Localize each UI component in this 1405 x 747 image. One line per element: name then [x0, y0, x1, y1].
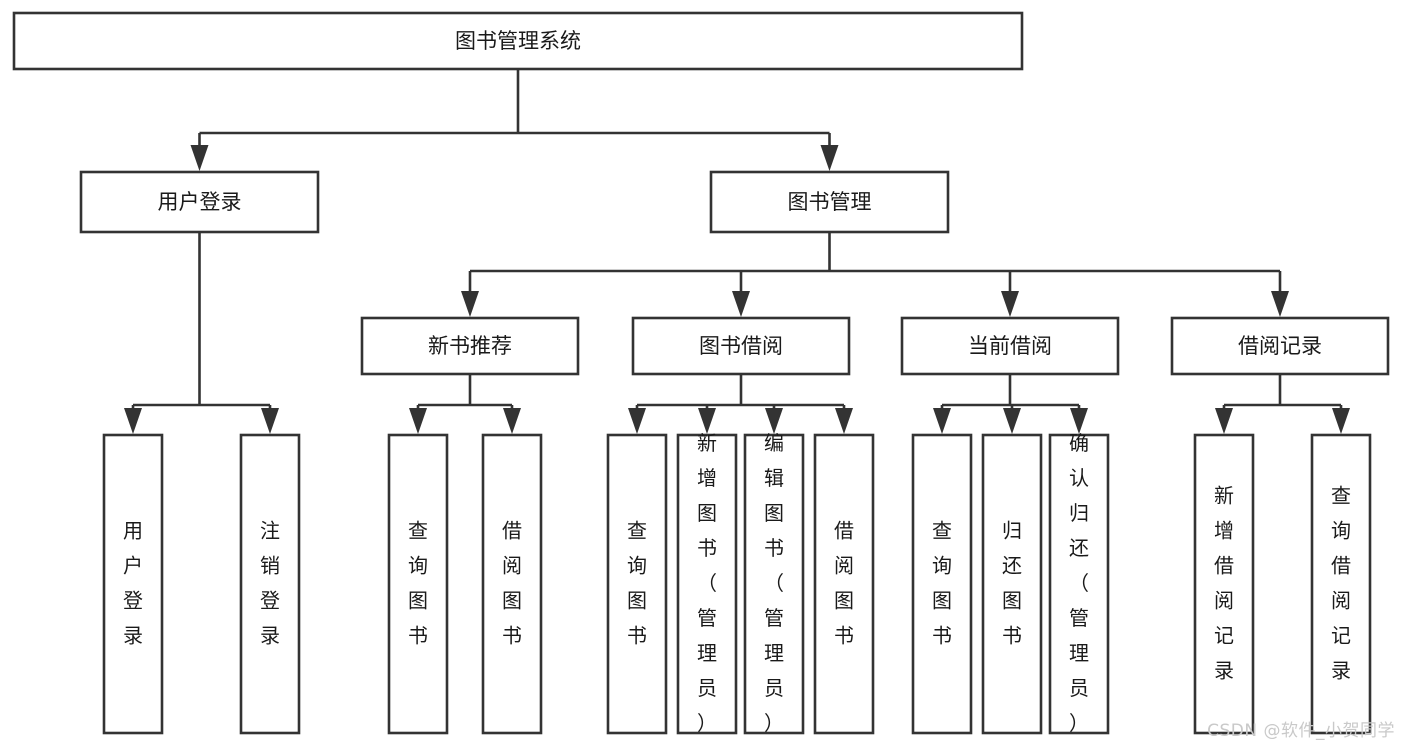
node-leaf-record-2[interactable]: 查询借阅记录	[1310, 433, 1372, 735]
arrow-head-bookmgmt	[820, 145, 839, 171]
arrow-head-leaf-current-3	[1070, 408, 1088, 434]
node-box-leaf-newbook-2[interactable]	[481, 433, 543, 735]
node-box-leaf-current-1[interactable]	[911, 433, 973, 735]
node-borrow[interactable]: 图书借阅	[631, 316, 851, 376]
node-leaf-borrow-1[interactable]: 查询图书	[606, 433, 668, 735]
node-label-borrow: 图书借阅	[699, 334, 783, 358]
node-box-login[interactable]	[79, 170, 320, 234]
node-root[interactable]: 图书管理系统	[12, 11, 1024, 71]
node-label-leaf-borrow-1: 查询图书	[627, 518, 647, 647]
node-newbook[interactable]: 新书推荐	[360, 316, 580, 376]
arrow-head-record	[1271, 291, 1289, 317]
node-leaf-newbook-1[interactable]: 查询图书	[387, 433, 449, 735]
node-box-leaf-current-2[interactable]	[981, 433, 1043, 735]
node-label-leaf-record-2: 查询借阅记录	[1331, 483, 1351, 682]
arrow-head-borrow	[732, 291, 750, 317]
node-leaf-newbook-2[interactable]: 借阅图书	[481, 433, 543, 735]
node-box-leaf-record-2[interactable]	[1310, 433, 1372, 735]
node-label-login: 用户登录	[158, 190, 242, 214]
arrow-head-leaf-record-1	[1215, 408, 1233, 434]
arrow-head-newbook	[461, 291, 479, 317]
node-label-record: 借阅记录	[1238, 334, 1322, 358]
node-leaf-record-1[interactable]: 新增借阅记录	[1193, 433, 1255, 735]
node-leaf-current-3[interactable]: 确认归还（管理员）	[1048, 431, 1110, 735]
connector-group-borrow	[628, 374, 853, 434]
node-label-leaf-newbook-2: 借阅图书	[502, 518, 522, 647]
node-leaf-current-1[interactable]: 查询图书	[911, 433, 973, 735]
arrow-head-leaf-borrow-4	[835, 408, 853, 434]
node-label-leaf-login-2: 注销登录	[260, 518, 280, 647]
node-label-leaf-borrow-3: 编辑图书（管理员）	[764, 431, 784, 735]
arrow-head-leaf-current-1	[933, 408, 951, 434]
node-box-record[interactable]	[1170, 316, 1390, 376]
node-label-current: 当前借阅	[968, 334, 1052, 358]
arrow-head-leaf-newbook-2	[503, 408, 521, 434]
connector-group-current	[933, 374, 1088, 434]
node-layer: 图书管理系统用户登录图书管理新书推荐图书借阅当前借阅借阅记录用户登录注销登录查询…	[12, 11, 1390, 735]
arrow-head-leaf-borrow-2	[698, 408, 716, 434]
node-leaf-current-2[interactable]: 归还图书	[981, 433, 1043, 735]
connector-group-login	[124, 232, 279, 434]
node-box-leaf-borrow-3[interactable]	[743, 433, 805, 735]
node-current[interactable]: 当前借阅	[900, 316, 1120, 376]
node-leaf-borrow-2[interactable]: 新增图书（管理员）	[676, 431, 738, 735]
arrow-head-leaf-borrow-1	[628, 408, 646, 434]
node-box-leaf-borrow-2[interactable]	[676, 433, 738, 735]
node-label-root: 图书管理系统	[455, 29, 581, 53]
node-leaf-borrow-4[interactable]: 借阅图书	[813, 433, 875, 735]
node-box-leaf-borrow-4[interactable]	[813, 433, 875, 735]
connector-group-root	[190, 69, 839, 171]
node-label-leaf-borrow-4: 借阅图书	[834, 518, 854, 647]
node-label-leaf-newbook-1: 查询图书	[408, 518, 428, 647]
node-box-leaf-borrow-1[interactable]	[606, 433, 668, 735]
node-box-leaf-record-1[interactable]	[1193, 433, 1255, 735]
connector-group-bookmgmt	[461, 232, 1289, 317]
node-label-bookmgmt: 图书管理	[788, 190, 872, 214]
node-leaf-login-1[interactable]: 用户登录	[102, 433, 164, 735]
arrow-head-leaf-login-2	[261, 408, 279, 434]
node-bookmgmt[interactable]: 图书管理	[709, 170, 950, 234]
node-box-leaf-login-1[interactable]	[102, 433, 164, 735]
connector-group-newbook	[409, 374, 521, 434]
node-box-borrow[interactable]	[631, 316, 851, 376]
arrow-head-leaf-record-2	[1332, 408, 1350, 434]
arrow-head-leaf-borrow-3	[765, 408, 783, 434]
node-label-leaf-login-1: 用户登录	[123, 518, 143, 647]
node-label-newbook: 新书推荐	[428, 334, 512, 358]
node-box-leaf-current-3[interactable]	[1048, 433, 1110, 735]
node-box-newbook[interactable]	[360, 316, 580, 376]
connector-layer	[124, 69, 1350, 434]
node-label-leaf-record-1: 新增借阅记录	[1214, 483, 1234, 682]
arrow-head-current	[1001, 291, 1019, 317]
node-label-leaf-current-1: 查询图书	[932, 518, 952, 647]
node-box-leaf-login-2[interactable]	[239, 433, 301, 735]
node-leaf-login-2[interactable]: 注销登录	[239, 433, 301, 735]
node-box-root[interactable]	[12, 11, 1024, 71]
node-box-bookmgmt[interactable]	[709, 170, 950, 234]
arrow-head-leaf-newbook-1	[409, 408, 427, 434]
node-box-leaf-newbook-1[interactable]	[387, 433, 449, 735]
node-label-leaf-borrow-2: 新增图书（管理员）	[697, 431, 717, 735]
node-leaf-borrow-3[interactable]: 编辑图书（管理员）	[743, 431, 805, 735]
node-label-leaf-current-3: 确认归还（管理员）	[1069, 431, 1089, 735]
arrow-head-leaf-current-2	[1003, 408, 1021, 434]
connector-group-record	[1215, 374, 1350, 434]
arrow-head-leaf-login-1	[124, 408, 142, 434]
node-box-current[interactable]	[900, 316, 1120, 376]
node-login[interactable]: 用户登录	[79, 170, 320, 234]
arrow-head-login	[190, 145, 209, 171]
node-label-leaf-current-2: 归还图书	[1002, 518, 1022, 647]
node-record[interactable]: 借阅记录	[1170, 316, 1390, 376]
